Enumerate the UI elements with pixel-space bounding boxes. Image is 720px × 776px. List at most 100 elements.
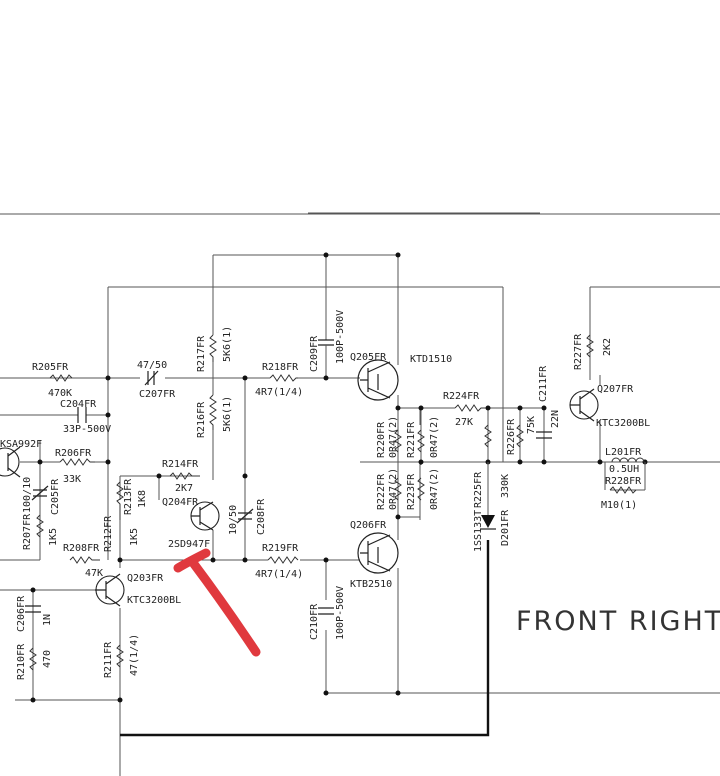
label-r205-val: 470K — [48, 388, 72, 399]
label-r220-val: 0R47(2) — [388, 416, 399, 458]
label-q206: Q206FR — [350, 520, 387, 531]
transistor-q203 — [95, 573, 125, 607]
label-r211: R211FR — [103, 641, 114, 678]
capacitor-c210 — [318, 607, 334, 615]
inductor-l201 — [611, 457, 645, 463]
resistor-r210 — [29, 647, 37, 671]
label-c207-val: 47/50 — [137, 360, 167, 371]
label-r222-val: 0R47(2) — [388, 468, 399, 510]
label-q204: Q204FR — [162, 497, 199, 508]
resistor-r225 — [484, 424, 492, 448]
label-d201: D201FR — [500, 509, 511, 546]
label-c209: C209FR — [309, 335, 320, 372]
resistor-r220 — [394, 429, 402, 453]
label-c206: C206FR — [16, 595, 27, 632]
label-c205: C205FR — [50, 478, 61, 515]
label-r208-val: 47K — [85, 568, 103, 579]
label-r228: R228FR — [605, 476, 642, 487]
label-r214-val: 2K7 — [175, 483, 193, 494]
label-c211: C211FR — [538, 365, 549, 402]
label-q207-type: KTC3200BL — [596, 418, 650, 429]
label-c208: C208FR — [256, 498, 267, 535]
label-r213: R213FR — [123, 478, 134, 515]
label-r219: R219FR — [262, 543, 299, 554]
label-r220: R220FR — [376, 421, 387, 458]
resistor-r214 — [169, 472, 200, 480]
label-c210-val: 100P-500V — [335, 586, 346, 640]
resistor-r224 — [454, 404, 485, 412]
capacitor-c208 — [236, 508, 254, 524]
capacitor-c207 — [144, 370, 159, 386]
resistor-r207 — [36, 514, 44, 538]
label-r224: R224FR — [443, 391, 480, 402]
label-r225: R225FR — [473, 471, 484, 508]
label-c204-val: 33P-500V — [63, 424, 111, 435]
label-r207-val: 1K5 — [48, 528, 59, 546]
label-c207: C207FR — [139, 389, 176, 400]
resistor-r221 — [417, 429, 425, 453]
transistor-q206 — [357, 532, 399, 574]
label-q205-type: KTD1510 — [410, 354, 452, 365]
label-c208-val: 10/50 — [228, 505, 239, 535]
label-q206-type: KTB2510 — [350, 579, 392, 590]
resistor-r213 — [116, 481, 124, 520]
label-c209-val: 100P-500V — [335, 310, 346, 364]
label-q207: Q207FR — [597, 384, 634, 395]
label-r206: R206FR — [55, 448, 92, 459]
capacitor-c204 — [70, 407, 95, 423]
resistor-r218 — [269, 374, 298, 382]
label-r210-val: 470 — [42, 650, 53, 668]
label-r217: R217FR — [196, 335, 207, 372]
label-r216: R216FR — [196, 401, 207, 438]
label-q203: Q203FR — [127, 573, 164, 584]
label-r213-val: 1K8 — [137, 490, 148, 508]
label-r206-val: 33K — [63, 474, 81, 485]
label-r223: R223FR — [406, 473, 417, 510]
label-d201-type: 1SS133T — [473, 510, 484, 552]
label-r212-val: 1K5 — [129, 528, 140, 546]
label-r227-val: 2K2 — [602, 338, 613, 356]
label-r216-val: 5K6(1) — [222, 396, 233, 432]
resistor-r227 — [586, 334, 594, 358]
diode-d201 — [480, 462, 496, 530]
label-r208: R208FR — [63, 543, 100, 554]
resistor-r223 — [417, 477, 425, 501]
label-r225-val: 330K — [500, 474, 511, 498]
label-r226-val: 75K — [526, 416, 537, 434]
section-label: FRONT RIGHT — [516, 606, 720, 637]
capacitor-c205 — [31, 485, 49, 501]
label-r227: R227FR — [573, 333, 584, 370]
capacitor-c206 — [25, 605, 41, 613]
label-l201: L201FR — [605, 447, 642, 458]
label-r219-val: 4R7(1/4) — [255, 569, 303, 580]
label-r218: R218FR — [262, 362, 299, 373]
label-r211-val: 47(1/4) — [129, 634, 140, 676]
label-c204: C204FR — [60, 399, 97, 410]
transistor-q204 — [190, 501, 220, 531]
capacitor-c211 — [536, 431, 552, 439]
label-r222: R222FR — [376, 473, 387, 510]
capacitor-c209 — [318, 339, 334, 362]
label-r221-val: 0R47(2) — [429, 416, 440, 458]
resistor-r205 — [49, 374, 73, 382]
annotation-arrow — [173, 548, 261, 657]
transistor-q207 — [569, 388, 599, 422]
label-r207: R207FR — [22, 513, 33, 550]
label-r223-val: 0R47(2) — [429, 468, 440, 510]
label-q204-type: 2SD947F — [168, 539, 210, 550]
label-r221: R221FR — [406, 421, 417, 458]
resistor-r208 — [69, 556, 100, 564]
label-r210: R210FR — [16, 643, 27, 680]
label-r212: R212FR — [103, 515, 114, 552]
label-q203-type: KTC3200BL — [127, 595, 181, 606]
label-c210: C210FR — [309, 603, 320, 640]
resistor-r228 — [604, 462, 646, 494]
label-l201-val: 0.5UH — [609, 464, 639, 475]
label-q205: Q205FR — [350, 352, 387, 363]
component-labels: R205FR 470K 47/50 C207FR C204FR 33P-500V… — [0, 310, 650, 680]
label-c211-val: 22N — [550, 410, 561, 428]
label-c206-val: 1N — [42, 614, 53, 626]
resistor-r206 — [59, 458, 95, 466]
output-line — [120, 540, 490, 737]
